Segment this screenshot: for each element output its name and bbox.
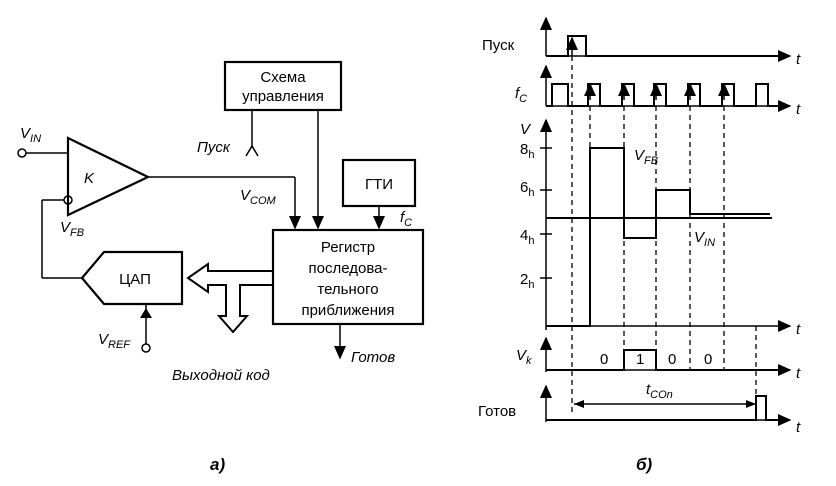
control-box-line1: Схема bbox=[260, 69, 306, 86]
svg-text:t: t bbox=[796, 51, 801, 68]
vk-row-label: Vk bbox=[516, 347, 532, 367]
svg-text:t: t bbox=[796, 321, 801, 338]
dac-block bbox=[80, 250, 184, 306]
tick-4: 4h bbox=[520, 227, 534, 247]
tick-6: 6h bbox=[520, 179, 534, 199]
bit-2: 1 bbox=[636, 351, 644, 368]
tick-8: 8h bbox=[520, 141, 534, 161]
block-diagram: Схема управления Пуск ГТИ fC K VIN VCOM … bbox=[17, 60, 425, 474]
vin-label: VIN bbox=[20, 125, 41, 145]
svg-text:t: t bbox=[796, 101, 801, 118]
vfb-trace-label: VFB bbox=[634, 147, 658, 167]
comparator-label: K bbox=[84, 170, 95, 187]
svg-text:t: t bbox=[796, 419, 801, 436]
start-pulse bbox=[546, 35, 782, 57]
caption-b: б) bbox=[636, 455, 653, 474]
tcon-label: tCOn bbox=[646, 381, 673, 401]
gti-box bbox=[341, 158, 417, 208]
start-input-label: Пуск bbox=[197, 139, 231, 156]
register-line3: тельного bbox=[317, 281, 378, 298]
vcom-label: VCOM bbox=[240, 187, 277, 207]
vk-waveform bbox=[546, 349, 782, 371]
bit-3: 0 bbox=[668, 351, 676, 368]
tick-2: 2h bbox=[520, 271, 534, 291]
start-input-fork-icon bbox=[245, 144, 259, 157]
register-line4: приближения bbox=[301, 302, 394, 319]
register-line2: последова- bbox=[309, 260, 388, 277]
timing-diagrams: Пуск t fC t V 8h 6h 4h 2h t VFB VIN Vk bbox=[478, 16, 801, 474]
fc-label: fC bbox=[400, 209, 412, 229]
caption-a: а) bbox=[210, 455, 225, 474]
vin-trace-label: VIN bbox=[694, 229, 715, 249]
vref-terminal bbox=[141, 343, 151, 353]
data-bus-arrow bbox=[186, 262, 273, 334]
bit-1: 0 bbox=[600, 351, 608, 368]
fc-row-label: fC bbox=[515, 85, 527, 105]
start-row-label: Пуск bbox=[482, 37, 515, 54]
bit-4: 0 bbox=[704, 351, 712, 368]
clock-pulses bbox=[546, 83, 782, 107]
vfb-waveform bbox=[546, 147, 770, 327]
control-box-line2: управления bbox=[242, 88, 324, 105]
v-axis-label: V bbox=[520, 121, 532, 138]
ready-output-label: Готов bbox=[351, 349, 395, 366]
vin-terminal bbox=[17, 148, 27, 158]
svg-text:t: t bbox=[796, 365, 801, 382]
sar-register-box bbox=[271, 228, 425, 326]
control-scheme-box bbox=[223, 60, 343, 112]
vfb-label: VFB bbox=[60, 219, 84, 239]
comparator-triangle bbox=[66, 136, 151, 217]
ready-row-label: Готов bbox=[478, 403, 516, 420]
output-code-label: Выходной код bbox=[172, 367, 270, 384]
gti-label: ГТИ bbox=[365, 176, 393, 193]
vref-label: VREF bbox=[98, 331, 131, 351]
dac-label: ЦАП bbox=[119, 271, 151, 288]
register-line1: Регистр bbox=[321, 239, 375, 256]
